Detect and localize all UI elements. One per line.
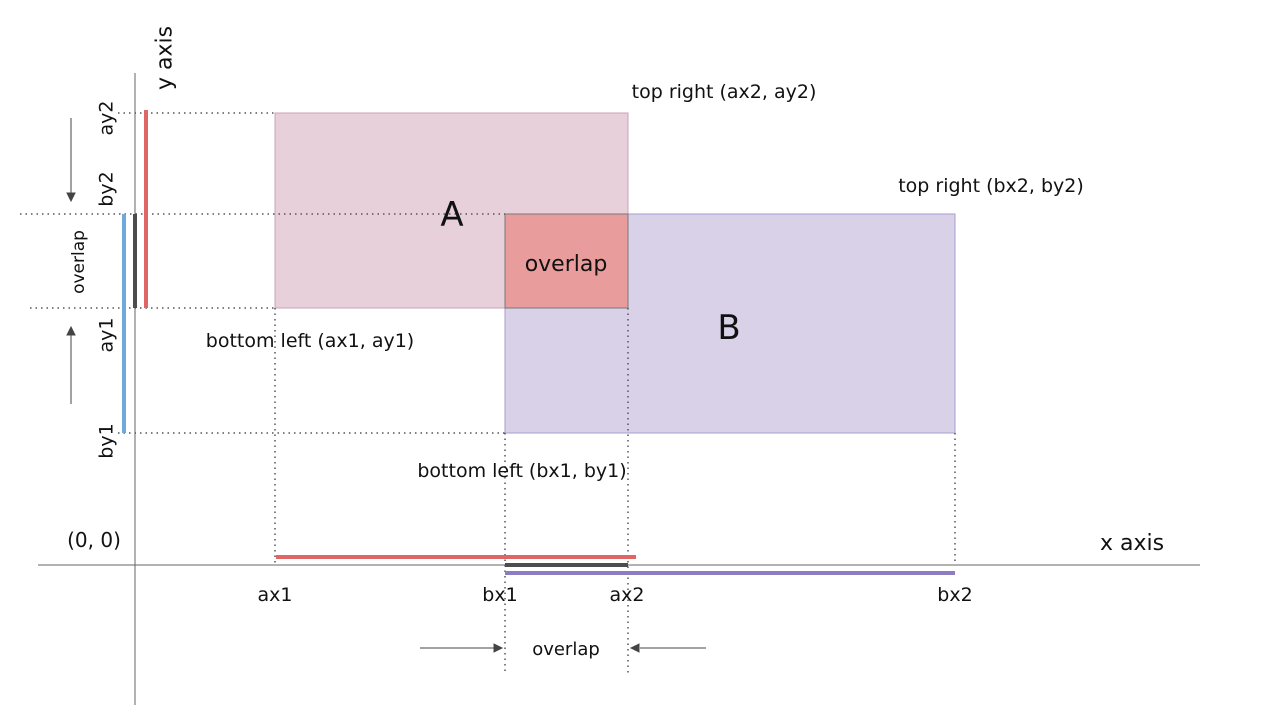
y-axis-label: y axis (153, 26, 178, 90)
arrow-left-icon (629, 643, 640, 653)
tick-label-ax2: ax2 (610, 584, 645, 606)
rect-a-label: A (440, 195, 463, 235)
horizontal-guides (20, 112, 505, 434)
arrow-down-icon (66, 192, 76, 203)
tick-label-ay2: ay2 (96, 101, 118, 136)
arrow-right-icon (493, 643, 504, 653)
a-bottom-left-label: bottom left (ax1, ay1) (206, 330, 414, 352)
tick-label-bx1: bx1 (482, 584, 517, 606)
x-axis-label: x axis (1100, 531, 1164, 556)
overlap-region-label: overlap (525, 252, 608, 277)
rect-b-label: B (717, 308, 740, 348)
vertical-guides (274, 308, 956, 675)
x-overlap-label: overlap (532, 639, 600, 660)
overlap-region (504, 213, 629, 309)
arrow-up-icon (66, 325, 76, 336)
b-bottom-left-label: bottom left (bx1, by1) (417, 460, 626, 482)
y-overlap-label: overlap (69, 230, 89, 294)
tick-label-bx2: bx2 (937, 584, 972, 606)
tick-label-by1: by1 (96, 423, 118, 458)
x-overlap-arrows (420, 643, 706, 653)
tick-label-by2: by2 (96, 171, 118, 206)
origin-label: (0, 0) (67, 528, 121, 552)
y-overlap-arrows (66, 118, 76, 404)
b-top-right-label: top right (bx2, by2) (898, 175, 1084, 197)
a-top-right-label: top right (ax2, ay2) (632, 81, 817, 103)
tick-label-ay1: ay1 (96, 318, 118, 353)
tick-label-ax1: ax1 (258, 584, 293, 606)
